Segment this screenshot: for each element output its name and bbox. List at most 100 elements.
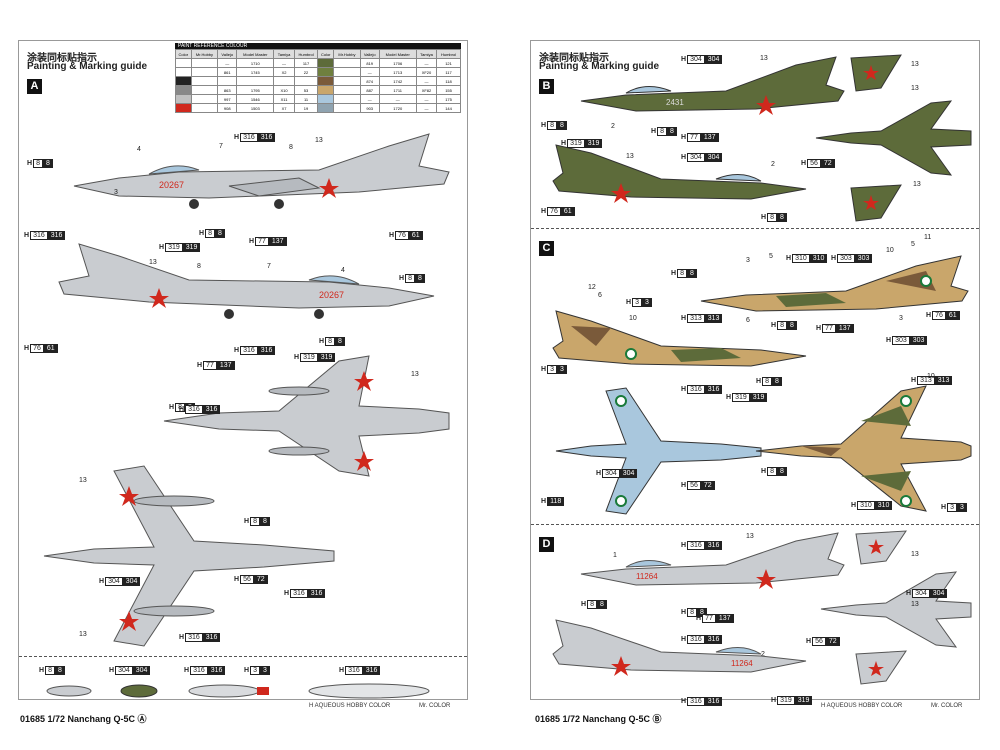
table-cell: —: [359, 94, 380, 104]
paint-code-part: 8: [556, 121, 567, 130]
callout-number: 13: [626, 153, 634, 160]
paint-code-part: H: [681, 386, 687, 393]
paint-code-part: H: [284, 590, 290, 597]
paint-code-part: H: [681, 56, 687, 63]
paint-code-part: 3: [259, 666, 270, 675]
paint-code-part: H: [541, 498, 547, 505]
paint-code-part: 77: [255, 237, 269, 246]
paint-code-part: 8: [547, 121, 557, 130]
callout-number: 13: [911, 85, 919, 92]
paint-code-part: 316: [704, 697, 723, 706]
paint-code-part: 8: [687, 608, 697, 617]
paint-code-part: 303: [837, 254, 855, 263]
table-cell: 11: [293, 94, 319, 104]
table-cell: [190, 58, 219, 68]
table-cell: [333, 76, 361, 86]
paint-code-part: 316: [202, 633, 221, 642]
paint-code-part: H: [761, 468, 767, 475]
paint-code-part: 319: [165, 243, 183, 252]
table-cell: XF82: [415, 85, 438, 95]
callout-number: 3: [746, 257, 750, 264]
table-cell: [190, 94, 219, 104]
table-cell: —: [415, 76, 438, 86]
paint-code-part: H: [681, 542, 687, 549]
paint-code-part: 56: [240, 575, 254, 584]
paint-code-part: 304: [105, 577, 123, 586]
paint-code-part: H: [671, 270, 677, 277]
paint-code-part: H: [941, 504, 947, 511]
table-cell: [333, 85, 361, 95]
paint-code-part: 3: [641, 298, 652, 307]
serial-number: 2431: [666, 98, 684, 107]
paint-code-part: 3: [956, 503, 967, 512]
paint-code-part: H: [831, 255, 837, 262]
paint-code-part: H: [851, 502, 857, 509]
paint-code-part: H: [541, 122, 547, 129]
table-cell: 1713: [378, 67, 417, 77]
paint-code-part: H: [234, 134, 240, 141]
paint-code-part: H: [681, 315, 687, 322]
table-cell: [293, 76, 319, 86]
paint-code-part: H: [681, 609, 687, 616]
table-cell: X11: [273, 94, 295, 104]
paint-code-part: 304: [704, 153, 723, 162]
table-cell: [175, 85, 192, 95]
table-cell: [236, 76, 275, 86]
brand-mr-color: Mr. COLOR: [931, 703, 963, 709]
callout-number: 7: [219, 143, 223, 150]
paint-code-part: 8: [325, 337, 335, 346]
paint-code-part: 76: [547, 207, 561, 216]
table-cell: 997: [217, 94, 238, 104]
table-cell: 53: [293, 85, 319, 95]
callout-number: 13: [149, 259, 157, 266]
callout-number: 11: [924, 234, 932, 241]
paint-code-part: 61: [945, 311, 960, 320]
callout-number: 13: [913, 181, 921, 188]
table-cell: [175, 58, 192, 68]
callout-number: 13: [411, 371, 419, 378]
instruction-page-right: 涂装同标贴指示 Painting & Marking guide B C D 2…: [530, 40, 980, 709]
paint-code-part: 316: [30, 231, 48, 240]
paint-code-part: 8: [776, 213, 787, 222]
paint-code-part: 72: [700, 481, 715, 490]
callout-number: 4: [341, 267, 345, 274]
table-cell: —: [273, 58, 295, 68]
table-cell: [175, 103, 192, 113]
table-cell: 1546: [236, 94, 275, 104]
table-cell: 874: [359, 76, 380, 86]
table-cell: X10: [273, 85, 295, 95]
paint-code-part: H: [756, 378, 762, 385]
paint-code-part: 316: [307, 589, 326, 598]
table-cell: 117: [293, 58, 319, 68]
paint-code-part: 316: [202, 405, 221, 414]
paint-code-part: H: [184, 667, 190, 674]
table-cell: 1795: [236, 85, 275, 95]
paint-code-part: 316: [185, 405, 203, 414]
paint-code-part: 3: [547, 365, 557, 374]
paint-code-part: 304: [132, 666, 151, 675]
paint-code-part: H: [244, 518, 250, 525]
table-cell: [190, 85, 219, 95]
paint-code-part: 8: [686, 269, 697, 278]
table-cell: [317, 94, 335, 104]
page-title-chinese: 涂装同标贴指示: [27, 53, 97, 64]
